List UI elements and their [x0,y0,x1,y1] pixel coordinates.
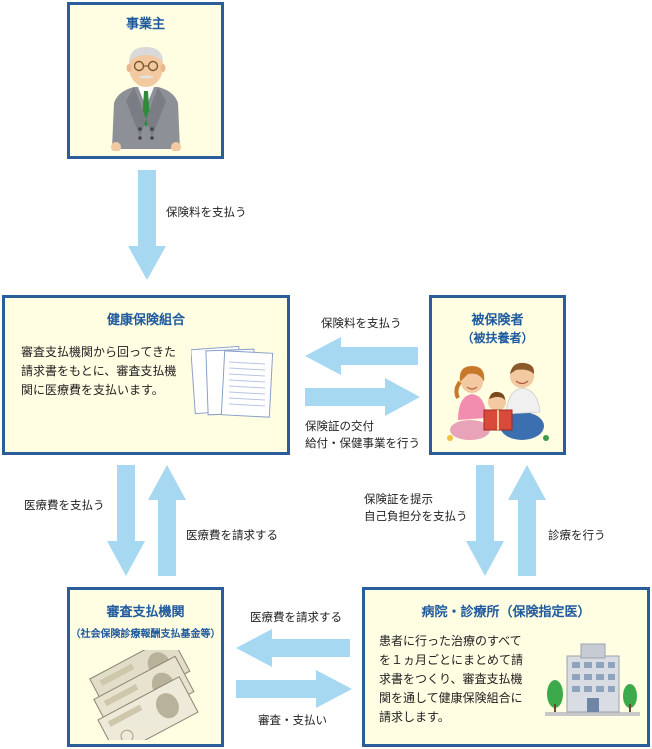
arrow-union-to-insured [305,378,420,416]
employer-box: 事業主 [67,2,224,159]
insured-subtitle: （被扶養者） [461,331,534,345]
banknotes-icon [89,650,199,740]
label-review-to-union: 医療費を請求する [186,528,278,542]
insured-box: 被保険者 （被扶養者） [429,295,566,455]
family-illustration [447,362,549,441]
insured-title: 被保険者 [471,313,524,328]
health-insurance-union-box: 健康保険組合 審査支払機関から回ってきた 請求書をもとに、審査支払機 関に医療費… [2,295,290,455]
arrow-insured-to-hospital [466,465,504,576]
arrow-review-to-hospital [236,670,352,708]
arrow-hospital-to-review [236,629,350,667]
label-insured-to-union: 保険料を支払う [321,316,402,330]
arrow-review-to-union [148,465,186,576]
documents-icon [191,345,274,418]
hospital-box: 病院・診療所（保険指定医） 患者に行った治療のすべて を１ヵ月ごとにまとめて請 … [362,587,650,747]
arrow-employer-to-union [128,170,166,280]
label-union-to-review: 医療費を支払う [24,498,105,512]
review-title: 審査支払機関 [106,605,185,620]
arrow-insured-to-union [305,337,418,375]
arrow-union-to-review [107,465,145,576]
label-union-to-insured: 保険証の交付 給付・保健事業を行う [305,419,420,450]
label-hospital-to-insured: 診療を行う [548,528,606,542]
label-hospital-to-review: 医療費を請求する [250,610,342,624]
hospital-description: 患者に行った治療のすべて を１ヵ月ごとにまとめて請 求書をつくり、審査支払機 関… [379,634,524,724]
review-subtitle: （社会保険診療報酬支払基金等） [70,629,221,640]
hospital-title: 病院・診療所（保険指定医） [421,605,591,620]
label-review-to-hospital: 審査・支払い [258,713,327,727]
businessman-illustration [111,47,181,151]
arrow-hospital-to-insured [508,465,546,576]
union-title: 健康保険組合 [106,313,185,328]
label-employer-to-union: 保険料を支払う [166,205,247,219]
label-insured-to-hospital: 保険証を提示 自己負担分を支払う [364,492,468,523]
union-description: 審査支払機関から回ってきた 請求書をもとに、審査支払機 関に医療費を支払います。 [21,345,177,397]
review-payment-box: 審査支払機関 （社会保険診療報酬支払基金等） [67,587,224,747]
hospital-building-icon [545,643,640,716]
employer-title: 事業主 [125,17,165,32]
